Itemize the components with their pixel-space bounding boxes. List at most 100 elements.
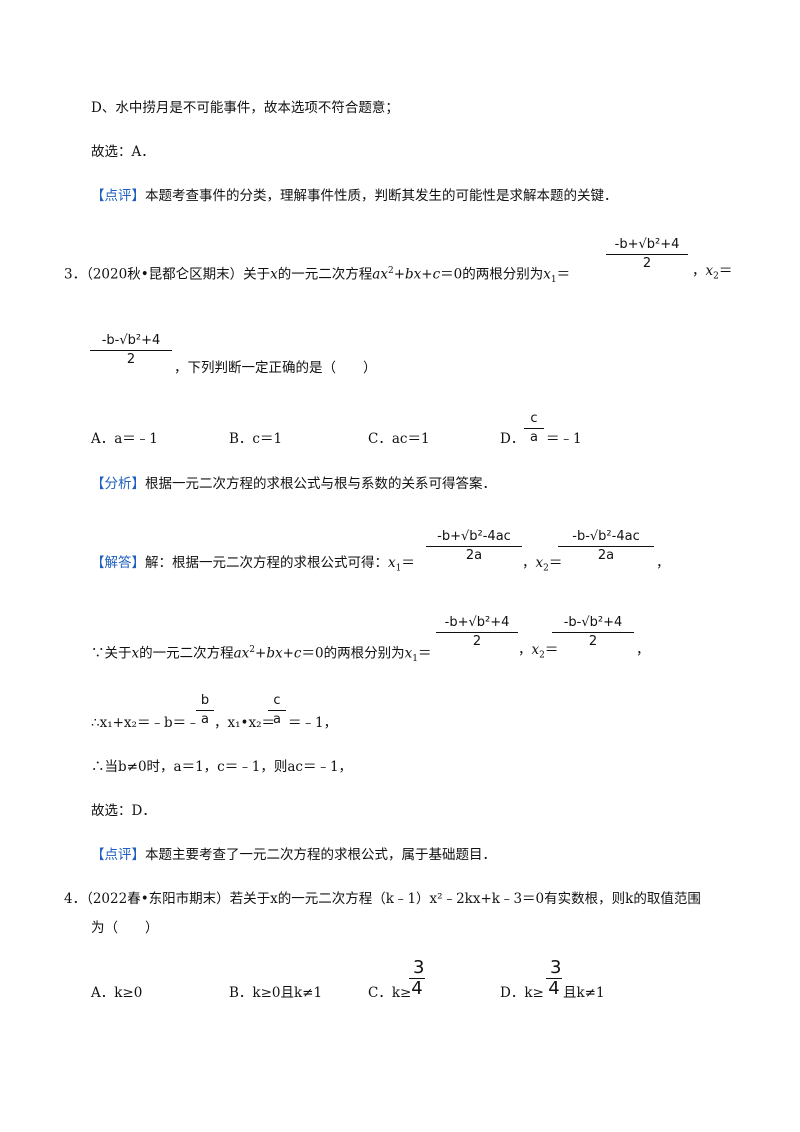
therefore-sum: ∴x₁+x₂＝﹣b＝﹣ bbox=[91, 715, 200, 731]
comment-line: 【点评】本题主要考查了一元二次方程的求根公式，属于基础题目． bbox=[91, 845, 496, 865]
fraction-numerator: -b-√b²-4ac bbox=[572, 529, 640, 544]
comment-line: 【点评】本题考查事件的分类，理解事件性质，判断其发生的可能性是求解本题的关键． bbox=[91, 186, 618, 206]
question-3-tail: ，下列判断一定正确的是（ ） bbox=[174, 360, 377, 376]
conclusion-line: ∴当b≠0时，a＝1，c＝﹣1，则ac＝﹣1， bbox=[91, 759, 353, 775]
q4-option-b: B．k≥0且k≠1 bbox=[229, 985, 323, 1001]
x2-sub: 2 bbox=[713, 271, 719, 282]
option-d-explanation: D、水中捞月是不可能事件，故本选项不符合题意； bbox=[91, 100, 399, 116]
fraction-numerator: b bbox=[200, 693, 210, 708]
fraction-denominator: a bbox=[201, 712, 209, 727]
fraction-denominator: a bbox=[273, 712, 281, 727]
question-number: 3． bbox=[64, 266, 87, 283]
b-over-a-fraction: b a bbox=[196, 692, 214, 729]
solution-tag: 【解答】 bbox=[91, 555, 145, 571]
fraction-denominator: a bbox=[530, 430, 538, 445]
fraction-bar bbox=[268, 710, 286, 711]
question-source: （2020秋•昆都仑区期末） bbox=[86, 266, 244, 283]
stem-text: 的一元二次方程 bbox=[277, 266, 373, 283]
x1-fraction: -b+√b²+4 2 bbox=[606, 236, 688, 273]
x1-label: x bbox=[404, 645, 413, 662]
question-4-stem-cont: 为（ ） bbox=[91, 920, 159, 936]
answer-line: 故选：D． bbox=[91, 803, 156, 819]
q4-option-c-fraction: 3 4 bbox=[409, 958, 425, 999]
because-text: ＝0的两根分别为 bbox=[301, 645, 405, 662]
x2-label: x bbox=[531, 642, 540, 658]
because-text: ∵关于 bbox=[91, 645, 132, 662]
fraction-denominator: 4 bbox=[548, 978, 560, 999]
fraction-bar bbox=[558, 546, 654, 547]
q4-option-d-suffix: 且k≠1 bbox=[563, 985, 605, 1001]
option-d-suffix: ＝﹣1 bbox=[546, 431, 582, 447]
option-d-fraction: c a bbox=[524, 410, 544, 447]
x1-label: x bbox=[543, 266, 551, 283]
fraction-denominator: 2a bbox=[597, 548, 615, 563]
c-over-a-fraction: c a bbox=[268, 692, 286, 729]
fraction-bar bbox=[90, 350, 172, 351]
fraction-bar bbox=[606, 254, 688, 255]
comma: ， bbox=[692, 263, 706, 279]
comment-text: 本题考查事件的分类，理解事件性质，判断其发生的可能性是求解本题的关键． bbox=[145, 188, 618, 204]
question-3-stem: 3．（2020秋•昆都仑区期末）关于x的一元二次方程ax2+bx+c＝0的两根分… bbox=[64, 266, 571, 286]
q4-option-c-prefix: C．k≥ bbox=[368, 985, 412, 1001]
fraction-numerator: c bbox=[273, 693, 281, 708]
x1-label: x bbox=[388, 555, 396, 571]
comma: ， bbox=[636, 642, 650, 658]
equals: ＝ bbox=[417, 645, 432, 662]
x2-sub: 2 bbox=[543, 563, 549, 574]
comma: ， bbox=[518, 642, 532, 658]
fraction-bar bbox=[552, 632, 634, 633]
fraction-denominator: 2a bbox=[465, 548, 483, 563]
x2-label: x bbox=[535, 555, 544, 571]
question-number: 4． bbox=[64, 891, 87, 907]
analysis-tag: 【分析】 bbox=[91, 476, 145, 492]
x1-sub: 1 bbox=[412, 654, 418, 665]
fraction-denominator: 4 bbox=[411, 978, 423, 999]
solution-line: 【解答】解：根据一元二次方程的求根公式可得：x1＝ bbox=[91, 553, 415, 579]
fraction-numerator: -b+√b²+4 bbox=[614, 237, 680, 252]
x2-sub: 2 bbox=[539, 650, 545, 661]
fraction-bar bbox=[436, 632, 518, 633]
fraction-denominator: 2 bbox=[472, 634, 482, 649]
fraction-bar bbox=[546, 978, 562, 979]
fraction-bar bbox=[524, 428, 544, 429]
stem-text: ＝0的两根分别为 bbox=[440, 266, 544, 283]
option-b: B．c＝1 bbox=[229, 431, 283, 447]
q4-option-d-prefix: D．k≥ bbox=[500, 985, 544, 1001]
analysis-line: 【分析】根据一元二次方程的求根公式与根与系数的关系可得答案． bbox=[91, 474, 496, 494]
fraction-denominator: 2 bbox=[588, 634, 598, 649]
equals: ＝ bbox=[548, 555, 563, 571]
x2-fraction: -b-√b²+4 2 bbox=[90, 332, 172, 369]
fraction-numerator: -b+√b²+4 bbox=[444, 615, 510, 630]
x2-label: x bbox=[705, 263, 714, 279]
therefore-result: ＝﹣1， bbox=[288, 715, 338, 731]
comma: ， bbox=[522, 555, 536, 571]
x1-sub: 1 bbox=[550, 275, 557, 286]
fraction-denominator: 2 bbox=[126, 352, 136, 367]
x1-sub: 1 bbox=[395, 563, 402, 574]
q4-option-a: A．k≥0 bbox=[91, 985, 143, 1001]
option-a: A．a＝﹣1 bbox=[91, 431, 158, 447]
because-x2-label: ，x2＝ bbox=[518, 640, 558, 666]
solution-text: 解：根据一元二次方程的求根公式可得： bbox=[145, 555, 388, 571]
x2-label-line: ，x2＝ bbox=[692, 261, 732, 287]
fraction-numerator: 3 bbox=[550, 957, 562, 978]
solution-x2-fraction: -b-√b²-4ac 2a bbox=[558, 528, 654, 565]
therefore-product: ，x₁•x₂＝ bbox=[214, 715, 276, 731]
equals: ＝ bbox=[718, 263, 733, 279]
because-line: ∵关于x的一元二次方程ax2+bx+c＝0的两根分别为x1＝ bbox=[91, 645, 432, 665]
answer-line: 故选：A． bbox=[91, 144, 155, 160]
solution-x1-fraction: -b+√b²-4ac 2a bbox=[426, 528, 522, 565]
stem-text: 若关于x的一元二次方程（k﹣1）x²﹣2kx+k﹣3＝0有实数根，则k的取值范围 bbox=[229, 891, 701, 907]
question-source: （2022春•东阳市期末） bbox=[86, 891, 230, 907]
equals: ＝ bbox=[401, 555, 415, 571]
analysis-text: 根据一元二次方程的求根公式与根与系数的关系可得答案． bbox=[145, 476, 496, 492]
q4-option-d-fraction: 3 4 bbox=[546, 958, 562, 999]
comment-tag: 【点评】 bbox=[91, 188, 145, 204]
equals: ＝ bbox=[556, 266, 571, 283]
because-text: 的一元二次方程 bbox=[139, 645, 234, 662]
fraction-bar bbox=[409, 978, 425, 979]
comment-tag: 【点评】 bbox=[91, 847, 145, 863]
fraction-bar bbox=[426, 546, 522, 547]
comment-text: 本题主要考查了一元二次方程的求根公式，属于基础题目． bbox=[145, 847, 496, 863]
fraction-denominator: 2 bbox=[642, 256, 652, 271]
